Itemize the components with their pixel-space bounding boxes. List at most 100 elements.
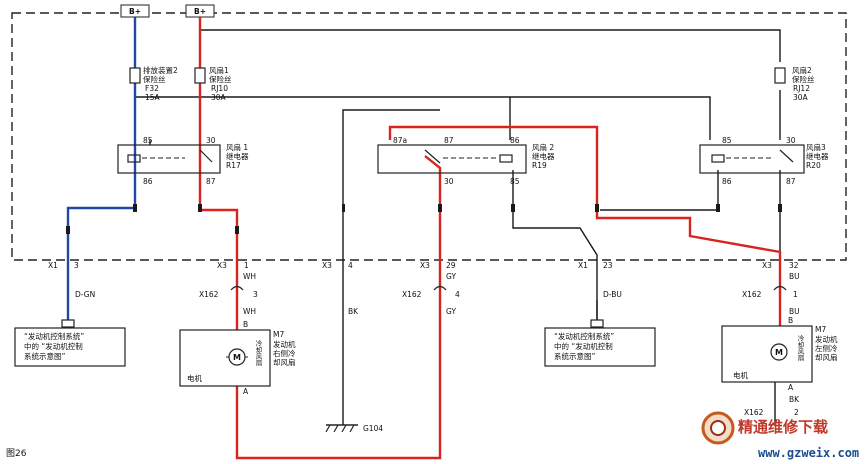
svg-text:BK: BK (789, 395, 800, 404)
svg-text:左侧冷: 左侧冷 (815, 343, 838, 353)
svg-text:X3: X3 (217, 261, 227, 270)
red-wires (198, 17, 782, 460)
svg-text:冷却风扇: 冷却风扇 (254, 339, 262, 368)
svg-text:30: 30 (206, 136, 216, 145)
svg-text:发动机: 发动机 (815, 334, 838, 344)
svg-text:D-BU: D-BU (603, 290, 622, 299)
svg-text:30: 30 (444, 177, 454, 186)
svg-text:2: 2 (794, 408, 799, 417)
svg-text:X1: X1 (48, 261, 58, 270)
svg-text:G104: G104 (363, 424, 383, 433)
svg-text:M7: M7 (273, 330, 284, 339)
svg-text:右侧冷: 右侧冷 (273, 348, 296, 358)
svg-text:3: 3 (74, 261, 79, 270)
svg-text:排放装置2: 排放装置2 (143, 65, 178, 75)
svg-text:87a: 87a (393, 136, 407, 145)
svg-text:却风扇: 却风扇 (815, 352, 838, 362)
svg-text:R20: R20 (806, 161, 821, 170)
svg-text:3: 3 (253, 290, 258, 299)
relay-r17: 85 30 86 87 风扇 1 继电器 R17 (117, 136, 249, 186)
svg-text:87: 87 (206, 177, 216, 186)
supply-left-label: B+ (129, 7, 141, 16)
svg-text:中的 “发动机控制: 中的 “发动机控制 (554, 341, 613, 351)
svg-text:M: M (775, 348, 783, 357)
svg-text:却风扇: 却风扇 (273, 357, 296, 367)
watermark-text: 精通维修下载 (738, 418, 828, 436)
svg-text:RJ10: RJ10 (211, 84, 228, 93)
svg-text:GY: GY (446, 272, 456, 281)
svg-text:30: 30 (786, 136, 796, 145)
svg-text:X3: X3 (322, 261, 332, 270)
svg-text:保险丝: 保险丝 (143, 74, 166, 84)
svg-text:X162: X162 (199, 290, 219, 299)
svg-text:X162: X162 (402, 290, 422, 299)
svg-text:保险丝: 保险丝 (792, 74, 815, 84)
svg-text:风扇 2: 风扇 2 (532, 142, 554, 152)
relay-r19: 87a 87 86 30 85 风扇 2 继电器 R19 (377, 136, 555, 186)
svg-text:23: 23 (603, 261, 613, 270)
svg-text:中的 “发动机控制: 中的 “发动机控制 (24, 341, 83, 351)
svg-text:系统示意图”: 系统示意图” (554, 351, 595, 361)
svg-text:86: 86 (143, 177, 153, 186)
svg-text:85: 85 (143, 136, 153, 145)
motor-m7-left-fan: B M 电机 A 冷却风扇 M7 发动机 左侧冷 却风扇 (721, 316, 838, 392)
svg-text:29: 29 (446, 261, 456, 270)
svg-text:继电器: 继电器 (226, 151, 249, 161)
connector-c5: X1 23 D-BU (578, 261, 622, 299)
svg-text:30A: 30A (211, 93, 227, 102)
svg-text:X162: X162 (744, 408, 764, 417)
motor-m7-right-fan: B M 电机 A 冷却风扇 M7 发动机 右侧冷 却风扇 (179, 320, 296, 396)
svg-text:X1: X1 (578, 261, 588, 270)
watermark-url: www.gzweix.com (758, 446, 859, 460)
svg-text:32: 32 (789, 261, 799, 270)
svg-text:电机: 电机 (187, 373, 202, 383)
svg-text:“发动机控制系统”: “发动机控制系统” (554, 331, 614, 341)
svg-text:F32: F32 (145, 84, 159, 93)
svg-text:风扇2: 风扇2 (792, 65, 812, 75)
svg-text:B: B (243, 320, 248, 329)
svg-text:A: A (788, 383, 794, 392)
svg-text:BU: BU (789, 272, 800, 281)
svg-text:1: 1 (244, 261, 249, 270)
svg-text:X162: X162 (742, 290, 762, 299)
svg-text:M: M (233, 353, 241, 362)
svg-text:X3: X3 (420, 261, 430, 270)
svg-text:“发动机控制系统”: “发动机控制系统” (24, 331, 84, 341)
svg-text:保险丝: 保险丝 (209, 74, 232, 84)
ecm-ref-right: “发动机控制系统” 中的 “发动机控制 系统示意图” (544, 319, 656, 367)
supply-right: B+ (185, 4, 215, 18)
svg-text:15A: 15A (145, 93, 161, 102)
svg-text:4: 4 (455, 290, 460, 299)
svg-text:M7: M7 (815, 325, 826, 334)
svg-text:4: 4 (348, 261, 353, 270)
svg-text:86: 86 (722, 177, 732, 186)
svg-text:风扇1: 风扇1 (209, 65, 229, 75)
connector-c1: X1 3 D-GN (48, 261, 95, 299)
svg-text:87: 87 (786, 177, 796, 186)
svg-text:R19: R19 (532, 161, 547, 170)
blue-wire-ecm (66, 17, 137, 322)
svg-text:A: A (243, 387, 249, 396)
svg-text:风扇3: 风扇3 (806, 142, 826, 152)
ecm-ref-left: “发动机控制系统” 中的 “发动机控制 系统示意图” (14, 319, 126, 367)
figure-label: 图26 (6, 448, 27, 459)
connector-c3: X3 4 BK (322, 261, 359, 316)
supply-right-label: B+ (194, 7, 206, 16)
svg-text:D-GN: D-GN (75, 290, 95, 299)
svg-text:87: 87 (444, 136, 454, 145)
svg-text:发动机: 发动机 (273, 339, 296, 349)
svg-text:BU: BU (789, 307, 800, 316)
svg-text:BK: BK (348, 307, 359, 316)
svg-text:继电器: 继电器 (532, 151, 555, 161)
svg-text:1: 1 (793, 290, 798, 299)
supply-left: B+ (120, 4, 150, 18)
watermark-logo: 精通维修下载 www.gzweix.com (701, 411, 859, 460)
fuse-relay-box-boundary (11, 12, 847, 261)
svg-text:RJ12: RJ12 (793, 84, 810, 93)
fuse-rj12: 风扇2 保险丝 RJ12 30A (774, 65, 815, 102)
svg-text:GY: GY (446, 307, 456, 316)
svg-text:R17: R17 (226, 161, 241, 170)
svg-text:B: B (788, 316, 793, 325)
svg-text:85: 85 (722, 136, 732, 145)
